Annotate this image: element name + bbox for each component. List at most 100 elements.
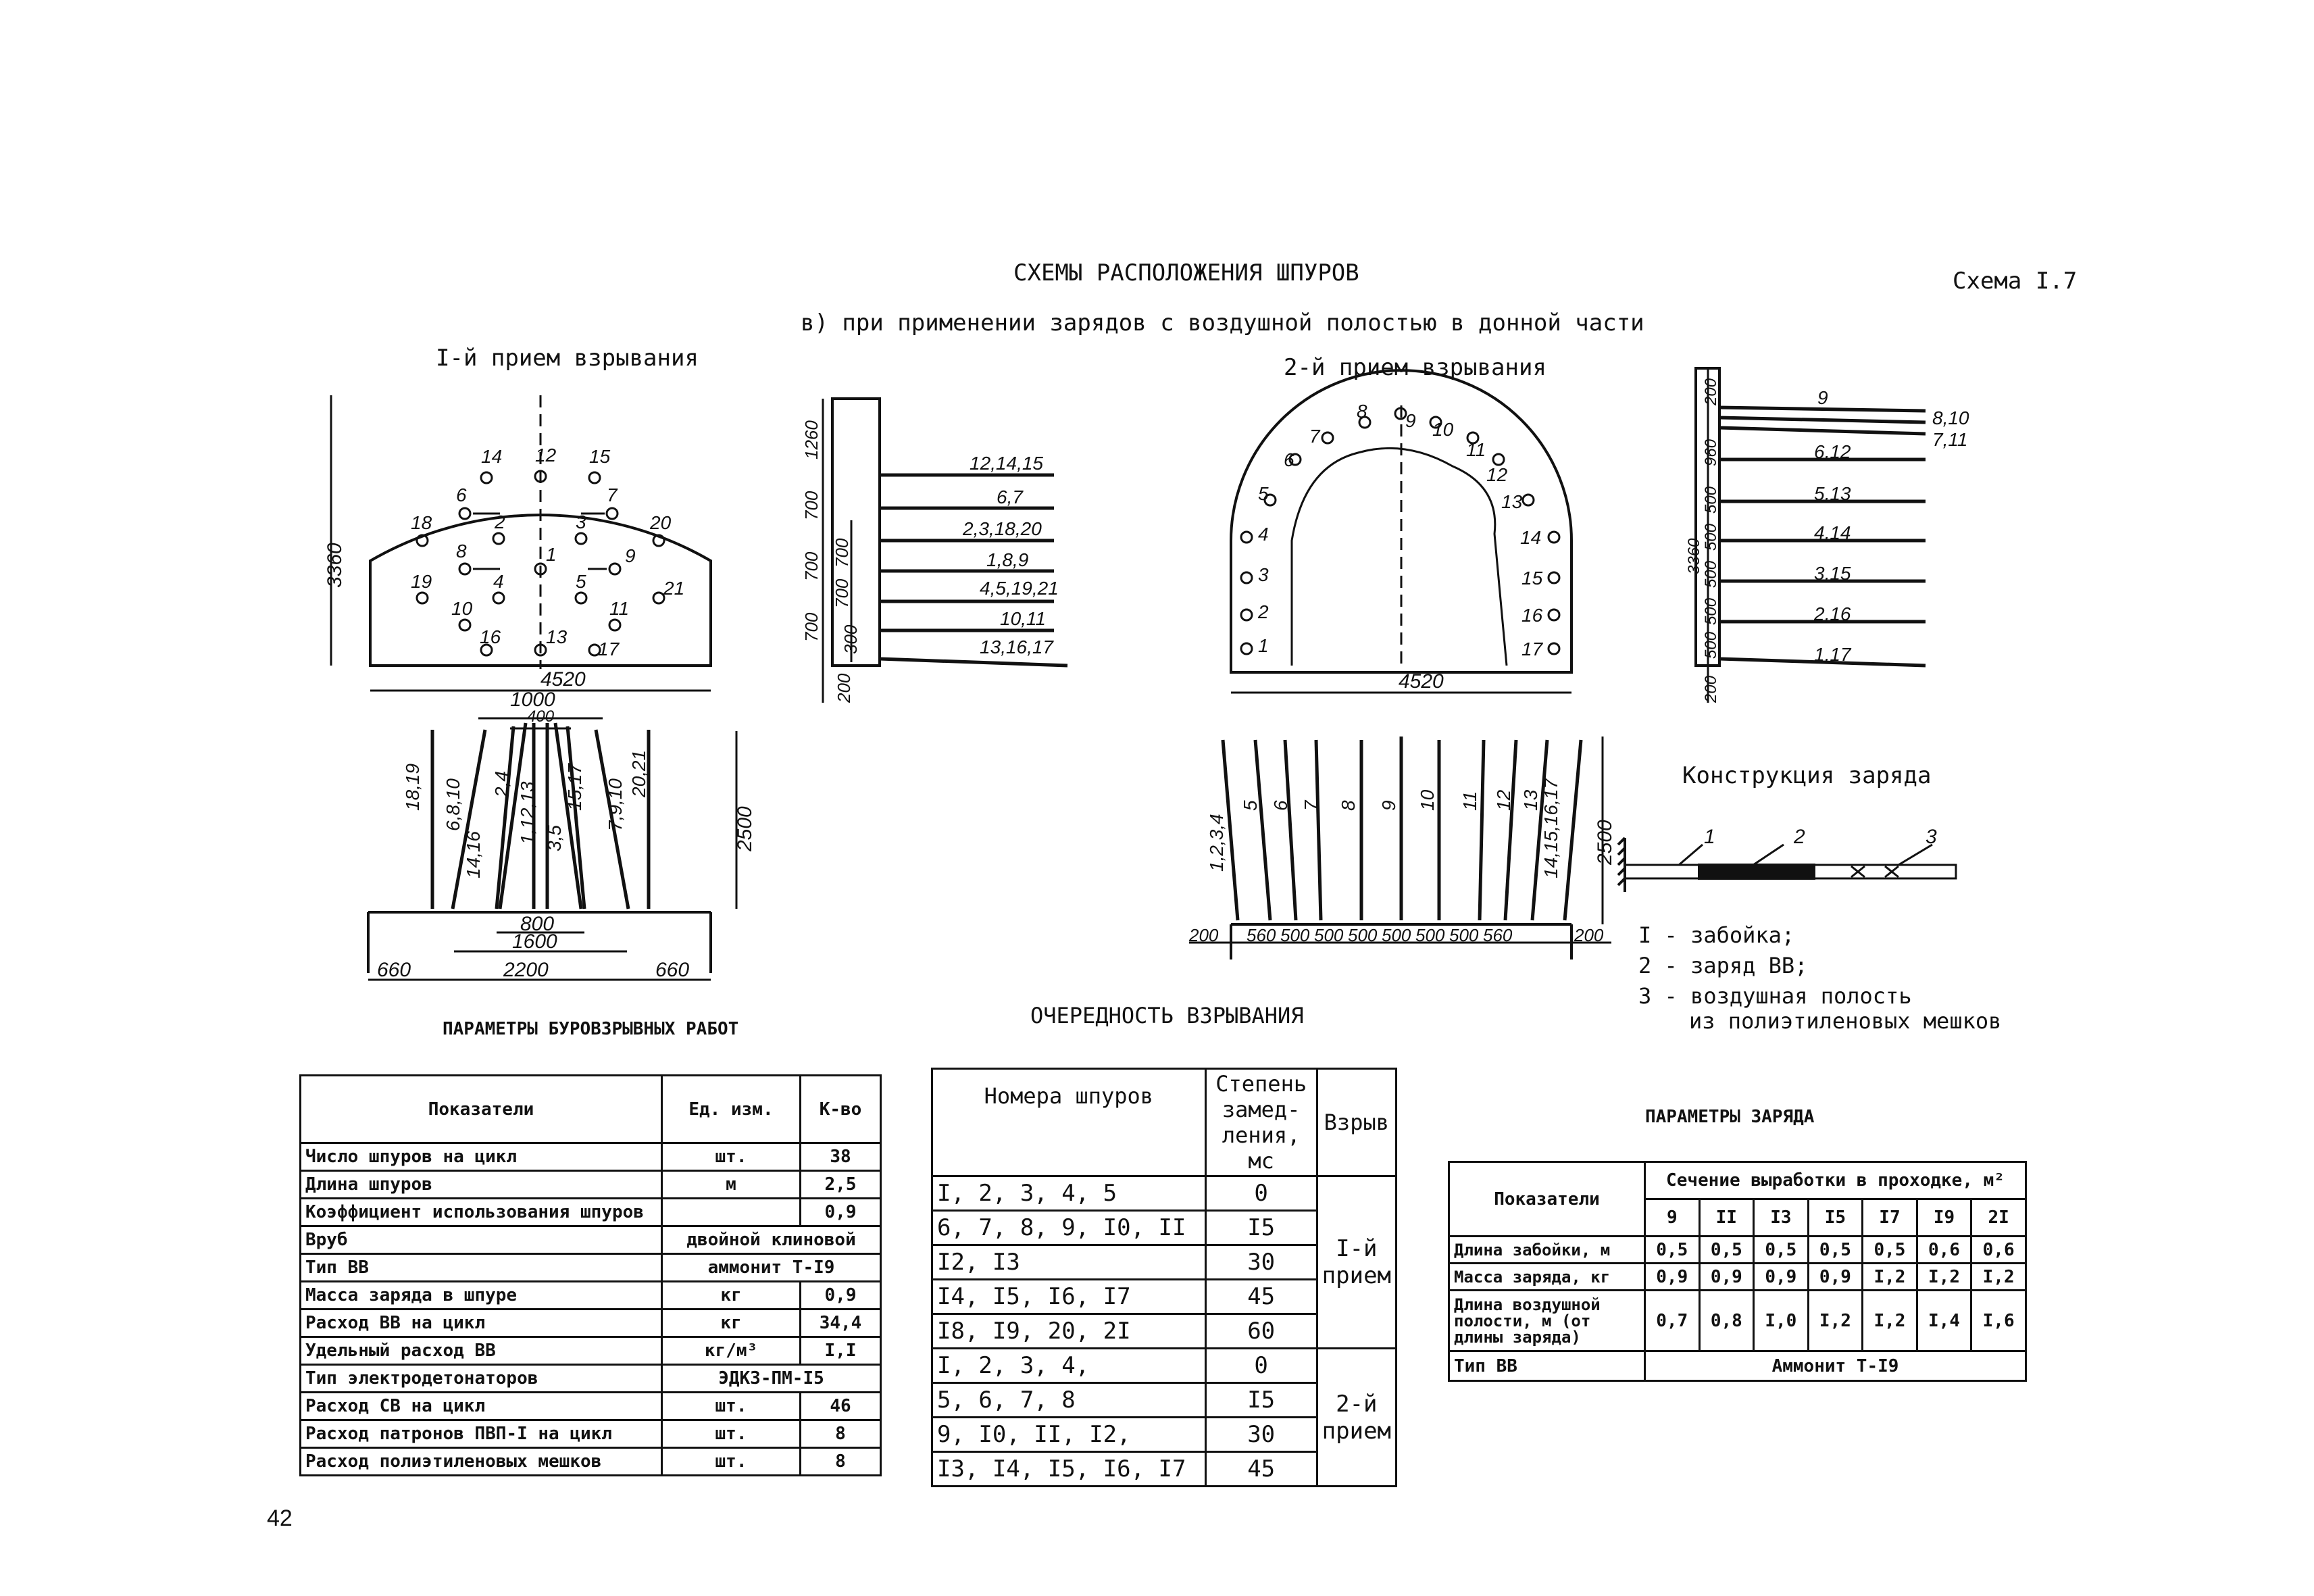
- row-value: I,6: [1970, 1289, 2027, 1352]
- diagram-label: 14: [1520, 527, 1541, 548]
- row-value: 0,5: [1807, 1235, 1864, 1264]
- col-header-section-size: I3: [1753, 1198, 1809, 1237]
- col-header-section-size: 9: [1644, 1198, 1701, 1237]
- diagram-label: 10: [451, 598, 473, 619]
- row-delay: 30: [1204, 1416, 1318, 1453]
- diagram-label: 6,7: [997, 487, 1024, 507]
- diagram-label: 3,5: [544, 825, 565, 851]
- col-header-section-size: I9: [1915, 1198, 1973, 1237]
- diagram-label: 1600: [512, 930, 557, 953]
- diagram-label: 3: [576, 512, 586, 532]
- col-header-section-size: I7: [1861, 1198, 1918, 1237]
- diagram-label: 200: [1574, 925, 1604, 945]
- col-header-section-size: I5: [1807, 1198, 1864, 1237]
- diagram-label: 12: [535, 445, 557, 466]
- row-unit: шт.: [661, 1142, 801, 1172]
- diagram-label: 660: [377, 959, 411, 981]
- diagram-label: 5,13: [1814, 483, 1851, 504]
- diagram-label: 5: [576, 571, 586, 592]
- diagram-label: 8,10: [1932, 407, 1969, 428]
- diagram-label: 1: [1258, 635, 1269, 656]
- diagram-label: 4: [1258, 524, 1269, 545]
- diagram-label: 11: [1459, 791, 1480, 811]
- row-delay: 45: [1204, 1451, 1318, 1487]
- row-value: I,2: [1970, 1262, 2027, 1291]
- diagram-label: 15: [1521, 568, 1543, 589]
- table-row: Длина воздушной полости, м (от длины зар…: [1448, 1289, 2027, 1352]
- row-value: I,2: [1915, 1262, 1973, 1291]
- row-qty: 0,9: [799, 1280, 882, 1310]
- diagram-label: 2500: [1594, 820, 1616, 866]
- row-value: 0,5: [1753, 1235, 1809, 1264]
- diagram-label: 2,16: [1813, 603, 1851, 624]
- row-indicator: Расход ВВ на цикл: [299, 1308, 663, 1338]
- diagram-label: 700: [801, 491, 822, 520]
- diagram-label: 200: [1702, 675, 1720, 703]
- diagram-label: 6: [456, 484, 467, 505]
- charge-params-table: Показатели Сечение выработки в проходке,…: [1448, 1161, 2027, 1382]
- row-indicator: Вруб: [299, 1225, 663, 1255]
- row-stage: 2-й прием: [1315, 1347, 1398, 1487]
- charge-title: Конструкция заряда: [1682, 762, 1932, 789]
- type-label: Тип ВВ: [1448, 1350, 1646, 1382]
- row-value: 0,9: [1698, 1262, 1755, 1291]
- row-value: 0,6: [1915, 1235, 1973, 1264]
- diagram-label: 200: [1188, 925, 1219, 945]
- diagram-label: 1000: [510, 689, 555, 711]
- row-qty: 8: [799, 1447, 882, 1476]
- row-value: I,4: [1915, 1289, 1973, 1352]
- diagram-label: 18,19: [402, 764, 423, 811]
- diagram-label: 13: [546, 626, 568, 647]
- page-number: 42: [267, 1505, 293, 1531]
- col-header-unit: Ед. изм.: [661, 1074, 801, 1144]
- row-value: 0,8: [1698, 1289, 1755, 1352]
- diagram-label: 960: [1702, 439, 1720, 466]
- diagram-label: 500: [1348, 925, 1378, 945]
- diagram-label: 6,12: [1814, 441, 1851, 462]
- diagram-label: 1,8,9: [986, 549, 1028, 570]
- diagram-label: 9: [1817, 387, 1828, 408]
- page-subtitle: в) при применении зарядов с воздушной по…: [801, 309, 1644, 336]
- row-unit: кг: [661, 1280, 801, 1310]
- row-delay: I5: [1204, 1382, 1318, 1418]
- diagram-label: 3: [1926, 826, 1937, 848]
- row-unit: кг: [661, 1308, 801, 1338]
- diagram-label: 11: [609, 598, 629, 619]
- diagram-label: 14: [481, 446, 502, 467]
- row-unit: ЭДКЗ-ПМ-I5: [661, 1364, 882, 1393]
- diagram-label: 3360: [324, 543, 346, 588]
- diagram-label: 1,17: [1814, 644, 1852, 665]
- row-value: 0,6: [1970, 1235, 2027, 1264]
- diagram-label: 7,11: [1932, 429, 1967, 450]
- diagram-label: 800: [520, 913, 554, 935]
- row-unit: кг/м³: [661, 1336, 801, 1366]
- diagram-label: 13,16,17: [980, 637, 1054, 657]
- col-header-section: Сечение выработки в проходке, м²: [1644, 1161, 2027, 1200]
- row-holes: I, 2, 3, 4, 5: [931, 1175, 1207, 1212]
- diagram-label: 7,9,10: [605, 778, 626, 831]
- diagram-label: 6,8,10: [443, 778, 463, 831]
- diagram-label: 2: [1257, 601, 1269, 622]
- diagram-label: 5: [1240, 800, 1261, 811]
- params-drilling-title: ПАРАМЕТРЫ БУРОВЗРЫВНЫХ РАБОТ: [443, 1019, 739, 1039]
- col-header-section-size: 2I: [1970, 1198, 2027, 1237]
- diagram-label: 12,14,15: [970, 453, 1043, 474]
- diagram-label: 700: [801, 612, 822, 642]
- drilling-params-table: Показатели Ед. изм. К-во Число шпуров на…: [299, 1074, 882, 1476]
- row-indicator: Коэффициент использования шпуров: [299, 1197, 663, 1227]
- row-value: I,2: [1861, 1262, 1918, 1291]
- row-indicator: Длина воздушной полости, м (от длины зар…: [1448, 1289, 1646, 1352]
- row-value: I,2: [1861, 1289, 1918, 1352]
- legend-2: 2 - заряд ВВ;: [1638, 953, 1808, 978]
- order-title: ОЧЕРЕДНОСТЬ ВЗРЫВАНИЯ: [1030, 1003, 1304, 1028]
